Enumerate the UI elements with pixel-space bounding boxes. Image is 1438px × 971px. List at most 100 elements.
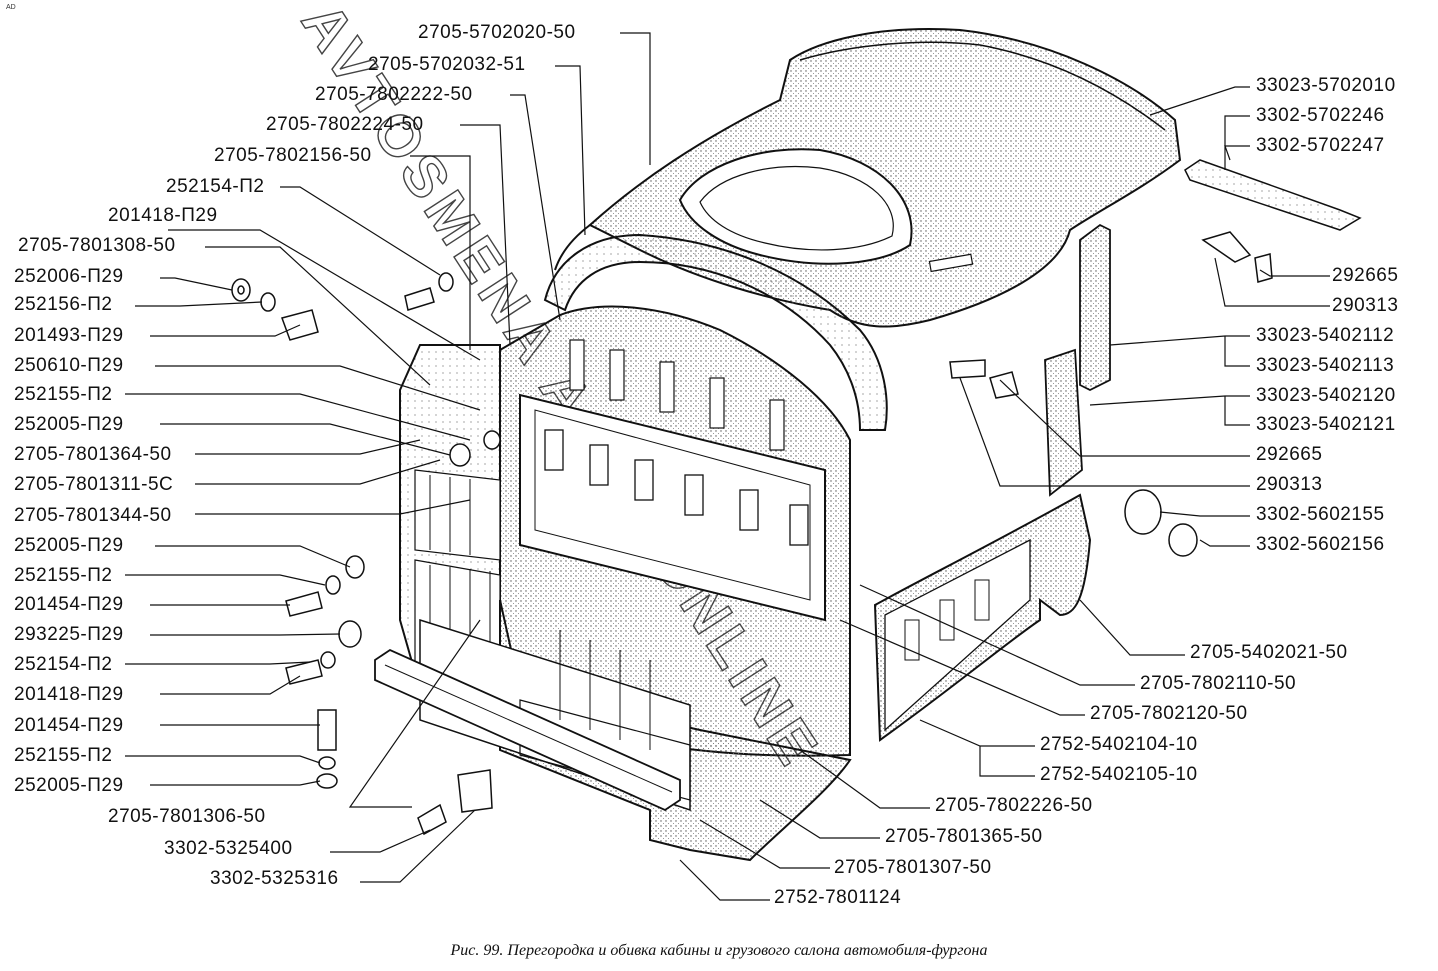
label-left-6: 252155-П2 [14,384,113,405]
label-bottom-9: 2705-7801306-50 [108,806,266,827]
leader-line [150,324,301,337]
leader-line [195,499,471,515]
label-top-2: 2705-7802222-50 [315,84,473,105]
label-left-0: 201418-П29 [108,205,218,226]
leader-line [1089,395,1250,406]
label-right-1: 3302-5702246 [1256,105,1385,126]
label-bottom-6: 2705-7801365-50 [885,826,1043,847]
label-top-1: 2705-5702032-51 [368,54,526,75]
leader-line [1109,335,1250,346]
label-top-5: 252154-П2 [166,176,265,197]
label-bottom-1: 2705-7802110-50 [1140,673,1297,694]
label-right-4: 290313 [1332,295,1399,316]
leader-line [125,755,321,764]
label-left-17: 201454-П29 [14,715,124,736]
leader-line [1224,396,1250,426]
leader-line [759,799,880,839]
label-left-19: 252005-П29 [14,775,124,796]
label-right-2: 3302-5702247 [1256,135,1385,156]
leader-line [160,423,451,456]
sill-strip [374,648,681,812]
label-bottom-3: 2752-5402104-10 [1040,734,1198,755]
label-bottom-11: 3302-5325316 [210,868,339,889]
label-right-12: 3302-5602156 [1256,534,1385,555]
leader-line [979,746,1035,777]
fasteners [231,231,1273,836]
label-bottom-0: 2705-5402021-50 [1190,642,1348,663]
label-bottom-5: 2705-7802226-50 [935,795,1093,816]
label-left-15: 252154-П2 [14,654,113,675]
leader-line [168,229,481,361]
label-right-7: 33023-5402120 [1256,385,1396,406]
label-left-7: 252005-П29 [14,414,124,435]
label-left-2: 252006-П29 [14,266,124,287]
leader-line [859,584,1135,686]
leader-line [155,365,481,411]
label-bottom-2: 2705-7802120-50 [1090,703,1248,724]
label-bottom-4: 2752-5402105-10 [1040,764,1198,785]
leader-line [360,809,476,883]
leader-line [510,94,561,321]
label-left-16: 201418-П29 [14,684,124,705]
leader-line [195,459,441,485]
label-right-11: 3302-5602155 [1256,504,1385,525]
leader-line [1079,599,1185,656]
leader-line [150,633,341,636]
label-left-11: 252005-П29 [14,535,124,556]
leader-line [799,749,930,809]
leader-line [125,393,471,441]
label-top-3: 2705-7802224-50 [266,114,424,135]
label-right-9: 292665 [1256,444,1323,465]
label-left-3: 252156-П2 [14,294,113,315]
leader-line [1224,336,1250,367]
label-top-0: 2705-5702020-50 [418,22,576,43]
leader-line [699,819,830,869]
leader-line [280,186,441,276]
upper-arch-trim [543,233,888,431]
leader-line [330,829,431,853]
leader-line [1159,511,1250,517]
label-left-18: 252155-П2 [14,745,113,766]
leader-line [195,439,421,455]
leader-line [999,379,1250,457]
label-left-9: 2705-7801311-5С [14,474,174,495]
leader-line [410,155,471,350]
top-right-strip [1184,159,1362,231]
leader-line [125,661,311,665]
label-left-13: 201454-П29 [14,594,124,615]
leader-line [155,545,351,568]
leader-line [919,719,1035,747]
leader-line [1214,257,1330,307]
label-left-8: 2705-7801364-50 [14,444,172,465]
leader-line [1224,145,1250,161]
leader-line [1199,539,1250,547]
label-right-3: 292665 [1332,265,1399,286]
label-right-0: 33023-5702010 [1256,75,1396,96]
label-left-4: 201493-П29 [14,325,124,346]
leader-line [150,780,321,786]
label-left-5: 250610-П29 [14,355,124,376]
leader-line [555,65,586,236]
right-pillars [1044,223,1111,497]
label-bottom-8: 2752-7801124 [774,887,902,908]
label-right-8: 33023-5402121 [1256,414,1396,435]
leader-line [1149,86,1250,116]
leader-line [348,619,481,808]
leader-line [679,859,770,901]
leader-line [1224,115,1250,170]
label-right-5: 33023-5402112 [1256,325,1395,346]
right-side-panel [873,493,1092,742]
label-right-6: 33023-5402113 [1256,355,1395,376]
leader-line [460,124,511,346]
leader-line [1259,269,1330,277]
corner-mark: AD [6,4,16,11]
leader-line [160,675,301,695]
figure-caption: Рис. 99. Перегородка и обивка кабины и г… [450,942,988,959]
leader-line [135,301,263,307]
leader-line [620,32,651,165]
label-bottom-10: 3302-5325400 [164,838,293,859]
leader-line [160,277,233,291]
label-top-4: 2705-7802156-50 [214,145,372,166]
